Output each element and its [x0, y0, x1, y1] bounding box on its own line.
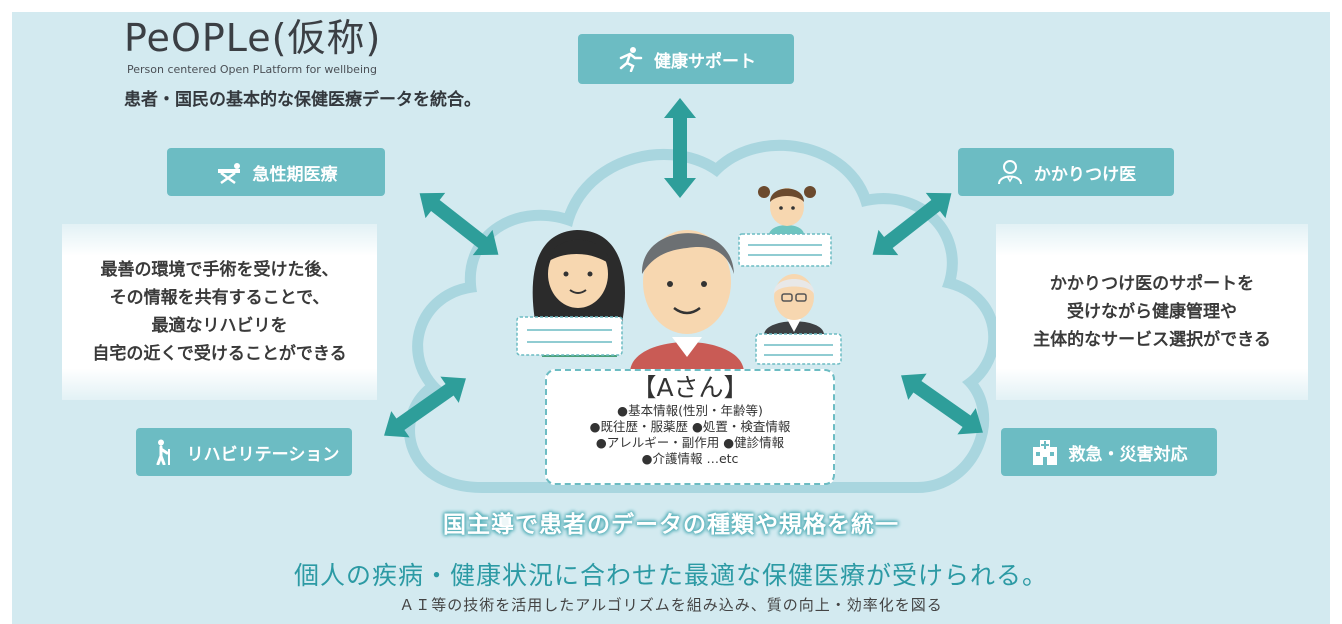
- person-data-line: ●アレルギー・副作用 ●健診情報: [595, 435, 785, 450]
- service-label: 救急・災害対応: [1068, 444, 1188, 465]
- service-label: リハビリテーション: [186, 444, 340, 465]
- description-line: 最適なリハビリを: [151, 316, 288, 336]
- footer-headline: 個人の疾病・健康状況に合わせた最適な保健医療が受けられる。: [293, 561, 1048, 590]
- description-line: 自宅の近くで受けることができる: [92, 344, 347, 364]
- note-card-girl: [738, 233, 832, 267]
- unification-banner: 国主導で患者のデータの種類や規格を統一: [443, 512, 899, 538]
- running-person-icon: [619, 47, 643, 72]
- doctor-icon: [997, 160, 1022, 185]
- description-line: その情報を共有することで、: [109, 288, 330, 308]
- note-card-woman: [516, 316, 623, 356]
- person-data-line: ●介護情報 …etc: [641, 451, 739, 466]
- note-card-elderly: [755, 333, 842, 365]
- description-line: 最善の環境で手術を受けた後、: [100, 260, 339, 280]
- person-data-card: 【Aさん】 ●基本情報(性別・年齢等) ●既往歴・服薬歴 ●処置・検査情報 ●ア…: [545, 369, 835, 485]
- service-health-support: 健康サポート: [578, 34, 794, 84]
- girl-figure: [758, 186, 816, 240]
- description-line: 受けながら健康管理や: [1066, 302, 1237, 322]
- service-family-doctor: かかりつけ医: [958, 148, 1174, 196]
- service-acute-care: 急性期医療: [167, 148, 385, 196]
- diagram-canvas: PeOPLe(仮称) Person centered Open PLatform…: [12, 12, 1330, 624]
- person-data-line: ●既往歴・服薬歴 ●処置・検査情報: [589, 419, 791, 434]
- footer-note: ＡＩ等の技術を活用したアルゴリズムを組み込み、質の向上・効率化を図る: [399, 596, 943, 614]
- description-line: かかりつけ医のサポートを: [1049, 274, 1255, 294]
- page-subtitle: Person centered Open PLatform for wellbe…: [127, 63, 377, 76]
- service-emergency: 救急・災害対応: [1001, 428, 1217, 476]
- person-name: 【Aさん】: [631, 373, 749, 402]
- service-label: 健康サポート: [654, 51, 756, 72]
- service-label: かかりつけ医: [1033, 164, 1137, 185]
- description-right: かかりつけ医のサポートを 受けながら健康管理や 主体的なサービス選択ができる: [996, 224, 1308, 400]
- service-rehabilitation: リハビリテーション: [136, 428, 352, 476]
- stretcher-icon: [217, 163, 240, 185]
- arrow-health-support: [664, 98, 696, 198]
- person-data-line: ●基本情報(性別・年齢等): [617, 403, 763, 418]
- service-label: 急性期医療: [252, 164, 338, 185]
- crutch-person-icon: [156, 439, 170, 465]
- hospital-icon: [1032, 440, 1057, 465]
- page-tagline: 患者・国民の基本的な保健医療データを統合。: [124, 90, 481, 110]
- page-title: PeOPLe(仮称): [124, 16, 382, 60]
- description-line: 主体的なサービス選択ができる: [1033, 330, 1271, 350]
- description-left: 最善の環境で手術を受けた後、 その情報を共有することで、 最適なリハビリを 自宅…: [62, 224, 377, 400]
